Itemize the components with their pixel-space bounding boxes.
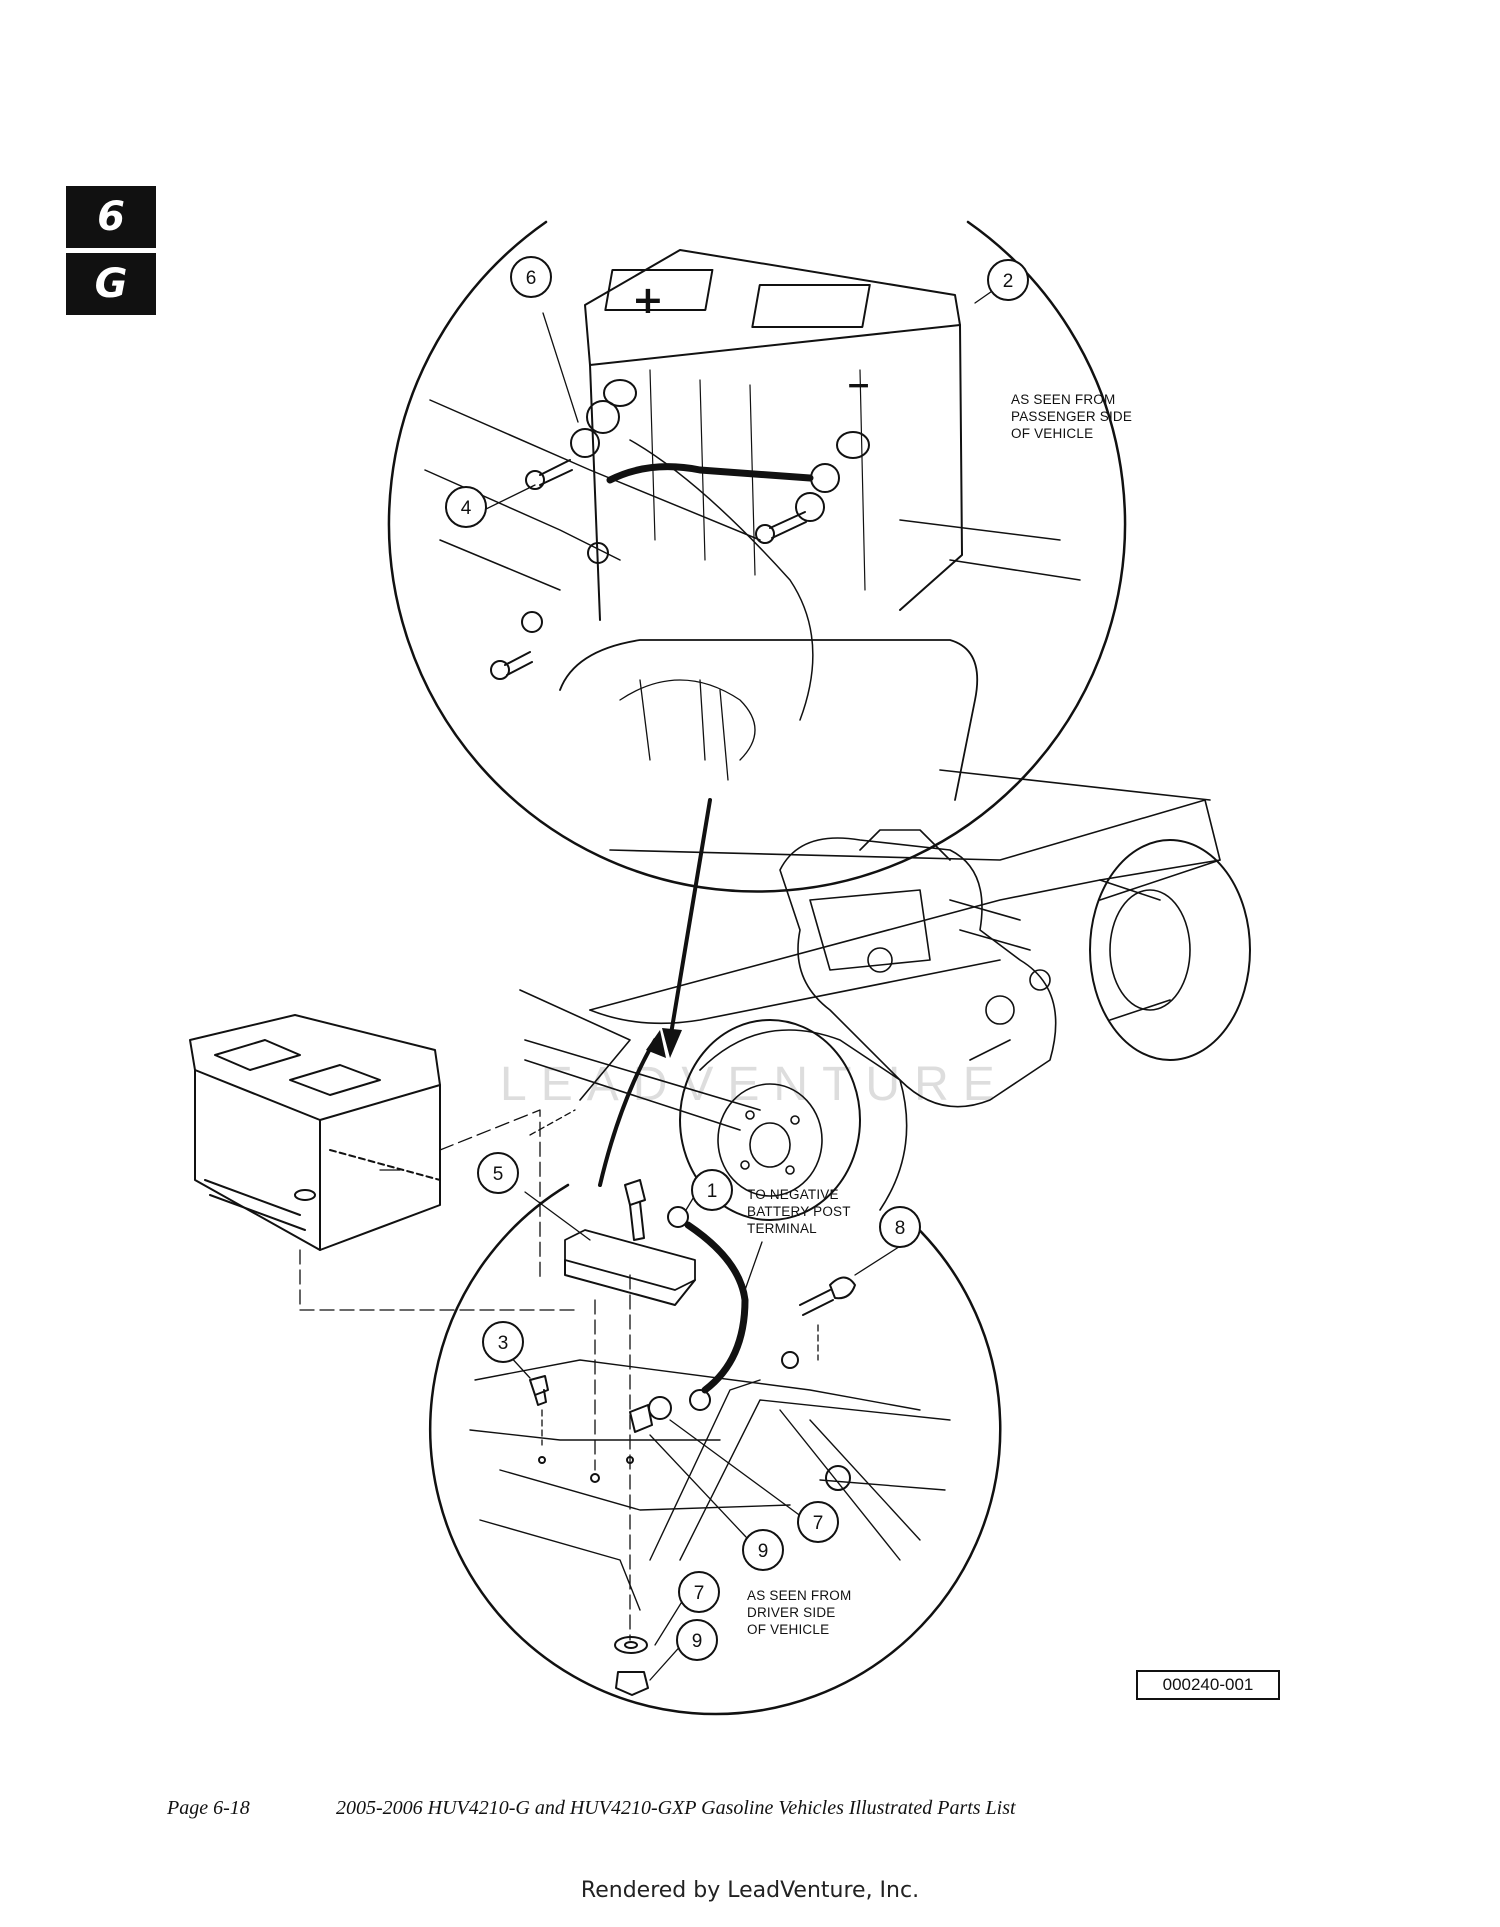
note-driver-line3: OF VEHICLE xyxy=(747,1622,829,1637)
projection-line xyxy=(299,1249,581,1311)
upper-detail-view: + − xyxy=(387,220,1127,893)
negative-terminal-mark: − xyxy=(846,368,871,403)
note-driver-line1: AS SEEN FROM xyxy=(747,1588,851,1603)
lower-detail-view xyxy=(429,1179,1002,1716)
callout-4-label: 4 xyxy=(461,498,472,519)
callout-7-bottom: 7 xyxy=(678,1571,720,1613)
section-tab: G xyxy=(66,253,156,315)
bolt-8 xyxy=(829,1276,856,1300)
callout-2: 2 xyxy=(987,259,1029,301)
note-negative-line1: TO NEGATIVE xyxy=(747,1187,839,1202)
callout-1: 1 xyxy=(691,1169,733,1211)
battery-upper: + − xyxy=(584,249,963,621)
callout-7a-label: 7 xyxy=(813,1513,824,1534)
battery-cable xyxy=(606,463,814,484)
lower-detail-circle xyxy=(429,1183,1002,1716)
footer-title: 2005-2006 HUV4210-G and HUV4210-GXP Gaso… xyxy=(336,1797,1016,1819)
lower-pointer-arrow xyxy=(598,1038,657,1187)
watermark: LEADVENTURE xyxy=(500,1058,1009,1111)
note-negative-line2: BATTERY POST xyxy=(747,1204,851,1219)
callout-3-label: 3 xyxy=(498,1333,509,1354)
callout-9b-label: 9 xyxy=(692,1631,703,1652)
callout-3: 3 xyxy=(482,1321,524,1363)
callout-7b-label: 7 xyxy=(694,1583,705,1604)
note-driver-line2: DRIVER SIDE xyxy=(747,1605,835,1620)
note-passenger-line3: OF VEHICLE xyxy=(1011,426,1093,441)
cable-terminal-ring xyxy=(667,1206,689,1228)
washer-7-bottom xyxy=(614,1636,648,1654)
callout-9a-label: 9 xyxy=(758,1541,769,1562)
callout-5-label: 5 xyxy=(493,1164,504,1185)
section-letter: G xyxy=(94,261,128,307)
note-negative-terminal: TO NEGATIVE BATTERY POST TERMINAL xyxy=(747,1187,851,1236)
vehicle-frame xyxy=(519,769,1251,1221)
callout-2-label: 2 xyxy=(1003,271,1014,292)
callout-7-middle: 7 xyxy=(797,1501,839,1543)
bolt-4 xyxy=(525,470,545,490)
battery-lower xyxy=(189,1014,441,1251)
note-negative-line3: TERMINAL xyxy=(747,1221,817,1236)
rendered-by-credit: Rendered by LeadVenture, Inc. xyxy=(580,1878,920,1903)
callout-1-label: 1 xyxy=(707,1181,718,1202)
note-passenger-line1: AS SEEN FROM xyxy=(1011,392,1115,407)
upper-detail-circle xyxy=(387,220,1127,893)
positive-cable xyxy=(629,439,814,721)
footer-page: Page 6-18 xyxy=(167,1797,250,1819)
leader-lines xyxy=(483,279,1009,1681)
nut-9-bottom xyxy=(615,1671,649,1696)
callout-5: 5 xyxy=(477,1152,519,1194)
note-driver-side: AS SEEN FROM DRIVER SIDE OF VEHICLE xyxy=(747,1588,851,1637)
callout-8-label: 8 xyxy=(895,1218,906,1239)
callout-8: 8 xyxy=(879,1206,921,1248)
upper-pointer-arrow xyxy=(668,798,712,1042)
bolt-3 xyxy=(529,1375,549,1396)
chapter-tab: 6 xyxy=(66,186,156,248)
callout-6: 6 xyxy=(510,256,552,298)
callout-4: 4 xyxy=(445,486,487,528)
washer-6 xyxy=(570,428,600,458)
ground-cable xyxy=(684,1221,749,1394)
note-passenger-side: AS SEEN FROM PASSENGER SIDE OF VEHICLE xyxy=(1011,392,1132,441)
callout-6-label: 6 xyxy=(526,268,537,289)
callout-9-middle: 9 xyxy=(742,1529,784,1571)
figure-number: 000240-001 xyxy=(1136,1670,1280,1700)
callout-9-bottom: 9 xyxy=(676,1619,718,1661)
positive-terminal-mark: + xyxy=(632,278,664,322)
note-passenger-line2: PASSENGER SIDE xyxy=(1011,409,1132,424)
bolt-1 xyxy=(624,1179,646,1206)
nut-9 xyxy=(629,1404,653,1433)
chapter-number: 6 xyxy=(97,194,125,240)
